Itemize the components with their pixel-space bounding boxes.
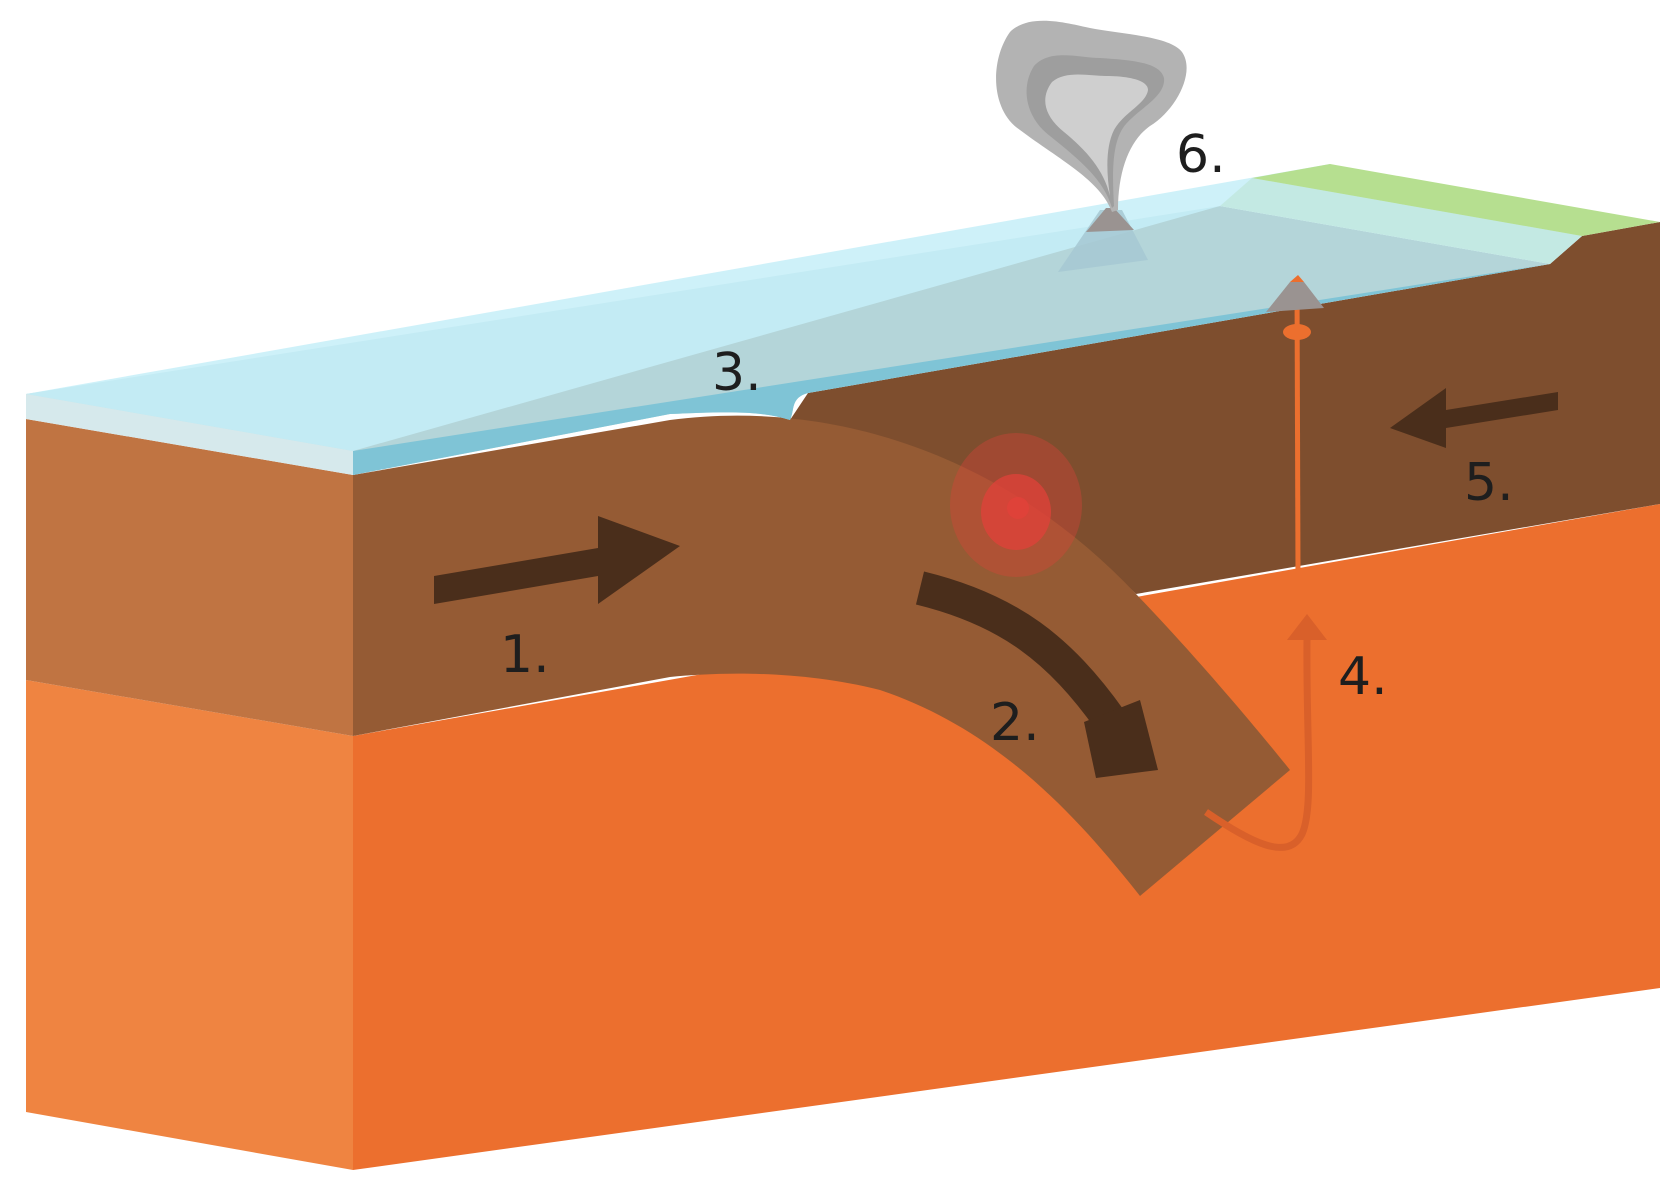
ash-cloud-icon [996, 20, 1187, 212]
mantle-front-face [26, 680, 353, 1170]
label-continental-plate-motion: 5. [1464, 453, 1514, 513]
ocean-surface [26, 164, 1582, 451]
label-trench: 3. [712, 343, 762, 403]
arrow-continental-plate-motion [1390, 388, 1558, 448]
arrow-subduction [915, 571, 1158, 778]
small-volcano-icon [1266, 275, 1324, 312]
label-volcano: 6. [1176, 125, 1226, 185]
earthquake-focus-icon [950, 433, 1082, 577]
label-oceanic-plate-motion: 1. [500, 625, 550, 685]
magma-rise-path [1204, 283, 1327, 851]
land-strip [1252, 164, 1660, 236]
ocean-front-edge [26, 394, 353, 475]
label-subduction: 2. [990, 693, 1040, 753]
oceanic-crust-front-face [26, 419, 353, 736]
volcano-icon [1058, 208, 1148, 272]
mantle-body [353, 504, 1660, 1170]
coastal-shelf [1220, 178, 1582, 264]
ocean-deep-strip [353, 236, 1582, 475]
label-magma-rise: 4. [1338, 647, 1388, 707]
arrow-oceanic-plate-motion [434, 516, 680, 604]
